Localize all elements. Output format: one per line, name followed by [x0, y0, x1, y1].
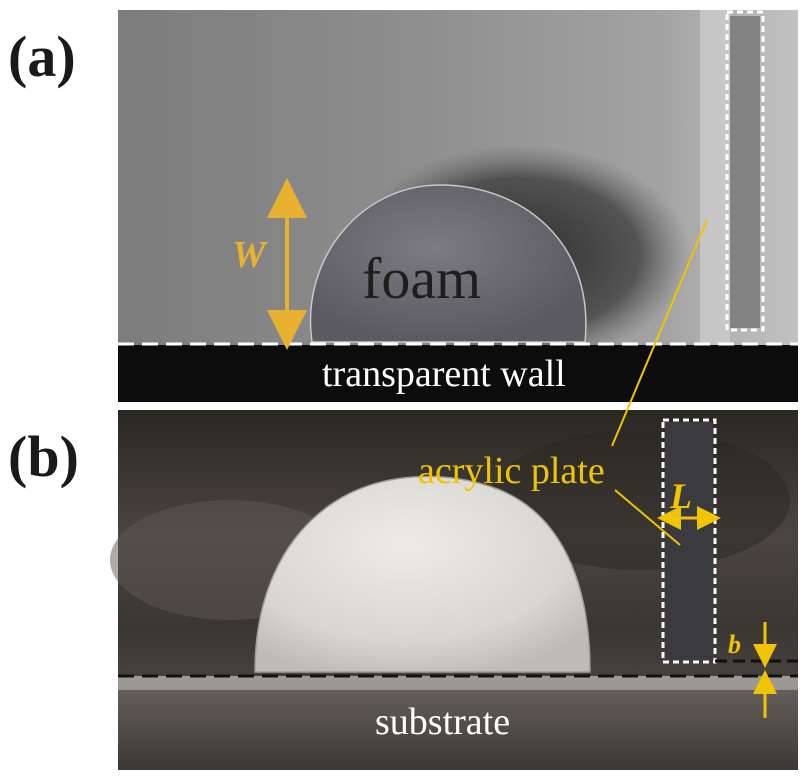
foam-label: foam [362, 246, 482, 311]
acrylic-plate-a [730, 16, 760, 328]
panel-a-photo [118, 10, 798, 402]
panel-b-label: (b) [8, 424, 79, 489]
foam-dome-b [254, 475, 591, 673]
plate-outline-b [661, 418, 717, 664]
leader-line-to-plate-a [611, 219, 708, 447]
panel-a-label: (a) [8, 24, 76, 89]
leader-line-to-plate-b [614, 489, 681, 546]
width-symbol: W [232, 234, 266, 276]
acrylic-plate-label: acrylic plate [418, 450, 605, 492]
length-symbol: L [670, 476, 692, 516]
substrate-label: substrate [375, 701, 511, 743]
panel-b-photo [110, 410, 798, 770]
acrylic-plate-b [665, 422, 713, 660]
plate-outline-a [725, 10, 765, 332]
transparent-wall-label: transparent wall [322, 353, 566, 395]
gap-symbol: b [728, 630, 741, 659]
transparent-wall-band [118, 345, 798, 402]
substrate-band [118, 676, 798, 770]
foam-dome-a [309, 184, 587, 343]
